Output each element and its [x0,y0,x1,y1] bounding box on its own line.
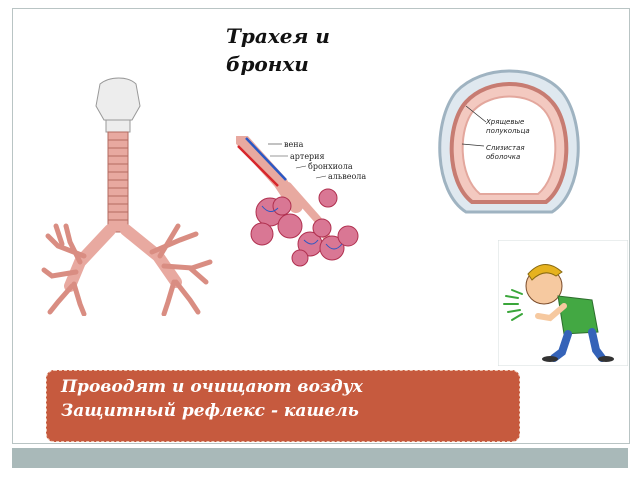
mucosa-label-line1: Слизистая [486,144,525,152]
coughing-man-illustration [498,240,628,366]
trachea-cross-section-illustration: Хрящевые полукольца Слизистая оболочка [438,69,580,214]
title-line-1: Трахея и [226,24,330,48]
alveoli-illustration: вена артерия бронхиола альвеола [236,136,366,267]
cartilage-label-line1: Хрящевые [485,118,524,126]
alveolus-label: альвеола [328,172,366,181]
callout-box: Проводят и очищают воздух Защитный рефле… [46,370,520,442]
title-line-2: бронхи [226,52,309,76]
callout-line-2: Защитный рефлекс - кашель [61,401,359,421]
callout-line-1: Проводят и очищают воздух [61,377,363,397]
slide-title: Трахея и бронхи [226,22,386,78]
trachea-bronchi-illustration [41,77,213,316]
vein-label: вена [284,140,304,149]
mucosa-label-line2: оболочка [486,153,520,161]
bronchiole-label: бронхиола [308,162,353,171]
artery-label: артерия [290,152,325,161]
bottom-bar [12,448,628,468]
cartilage-label-line2: полукольца [486,127,530,135]
